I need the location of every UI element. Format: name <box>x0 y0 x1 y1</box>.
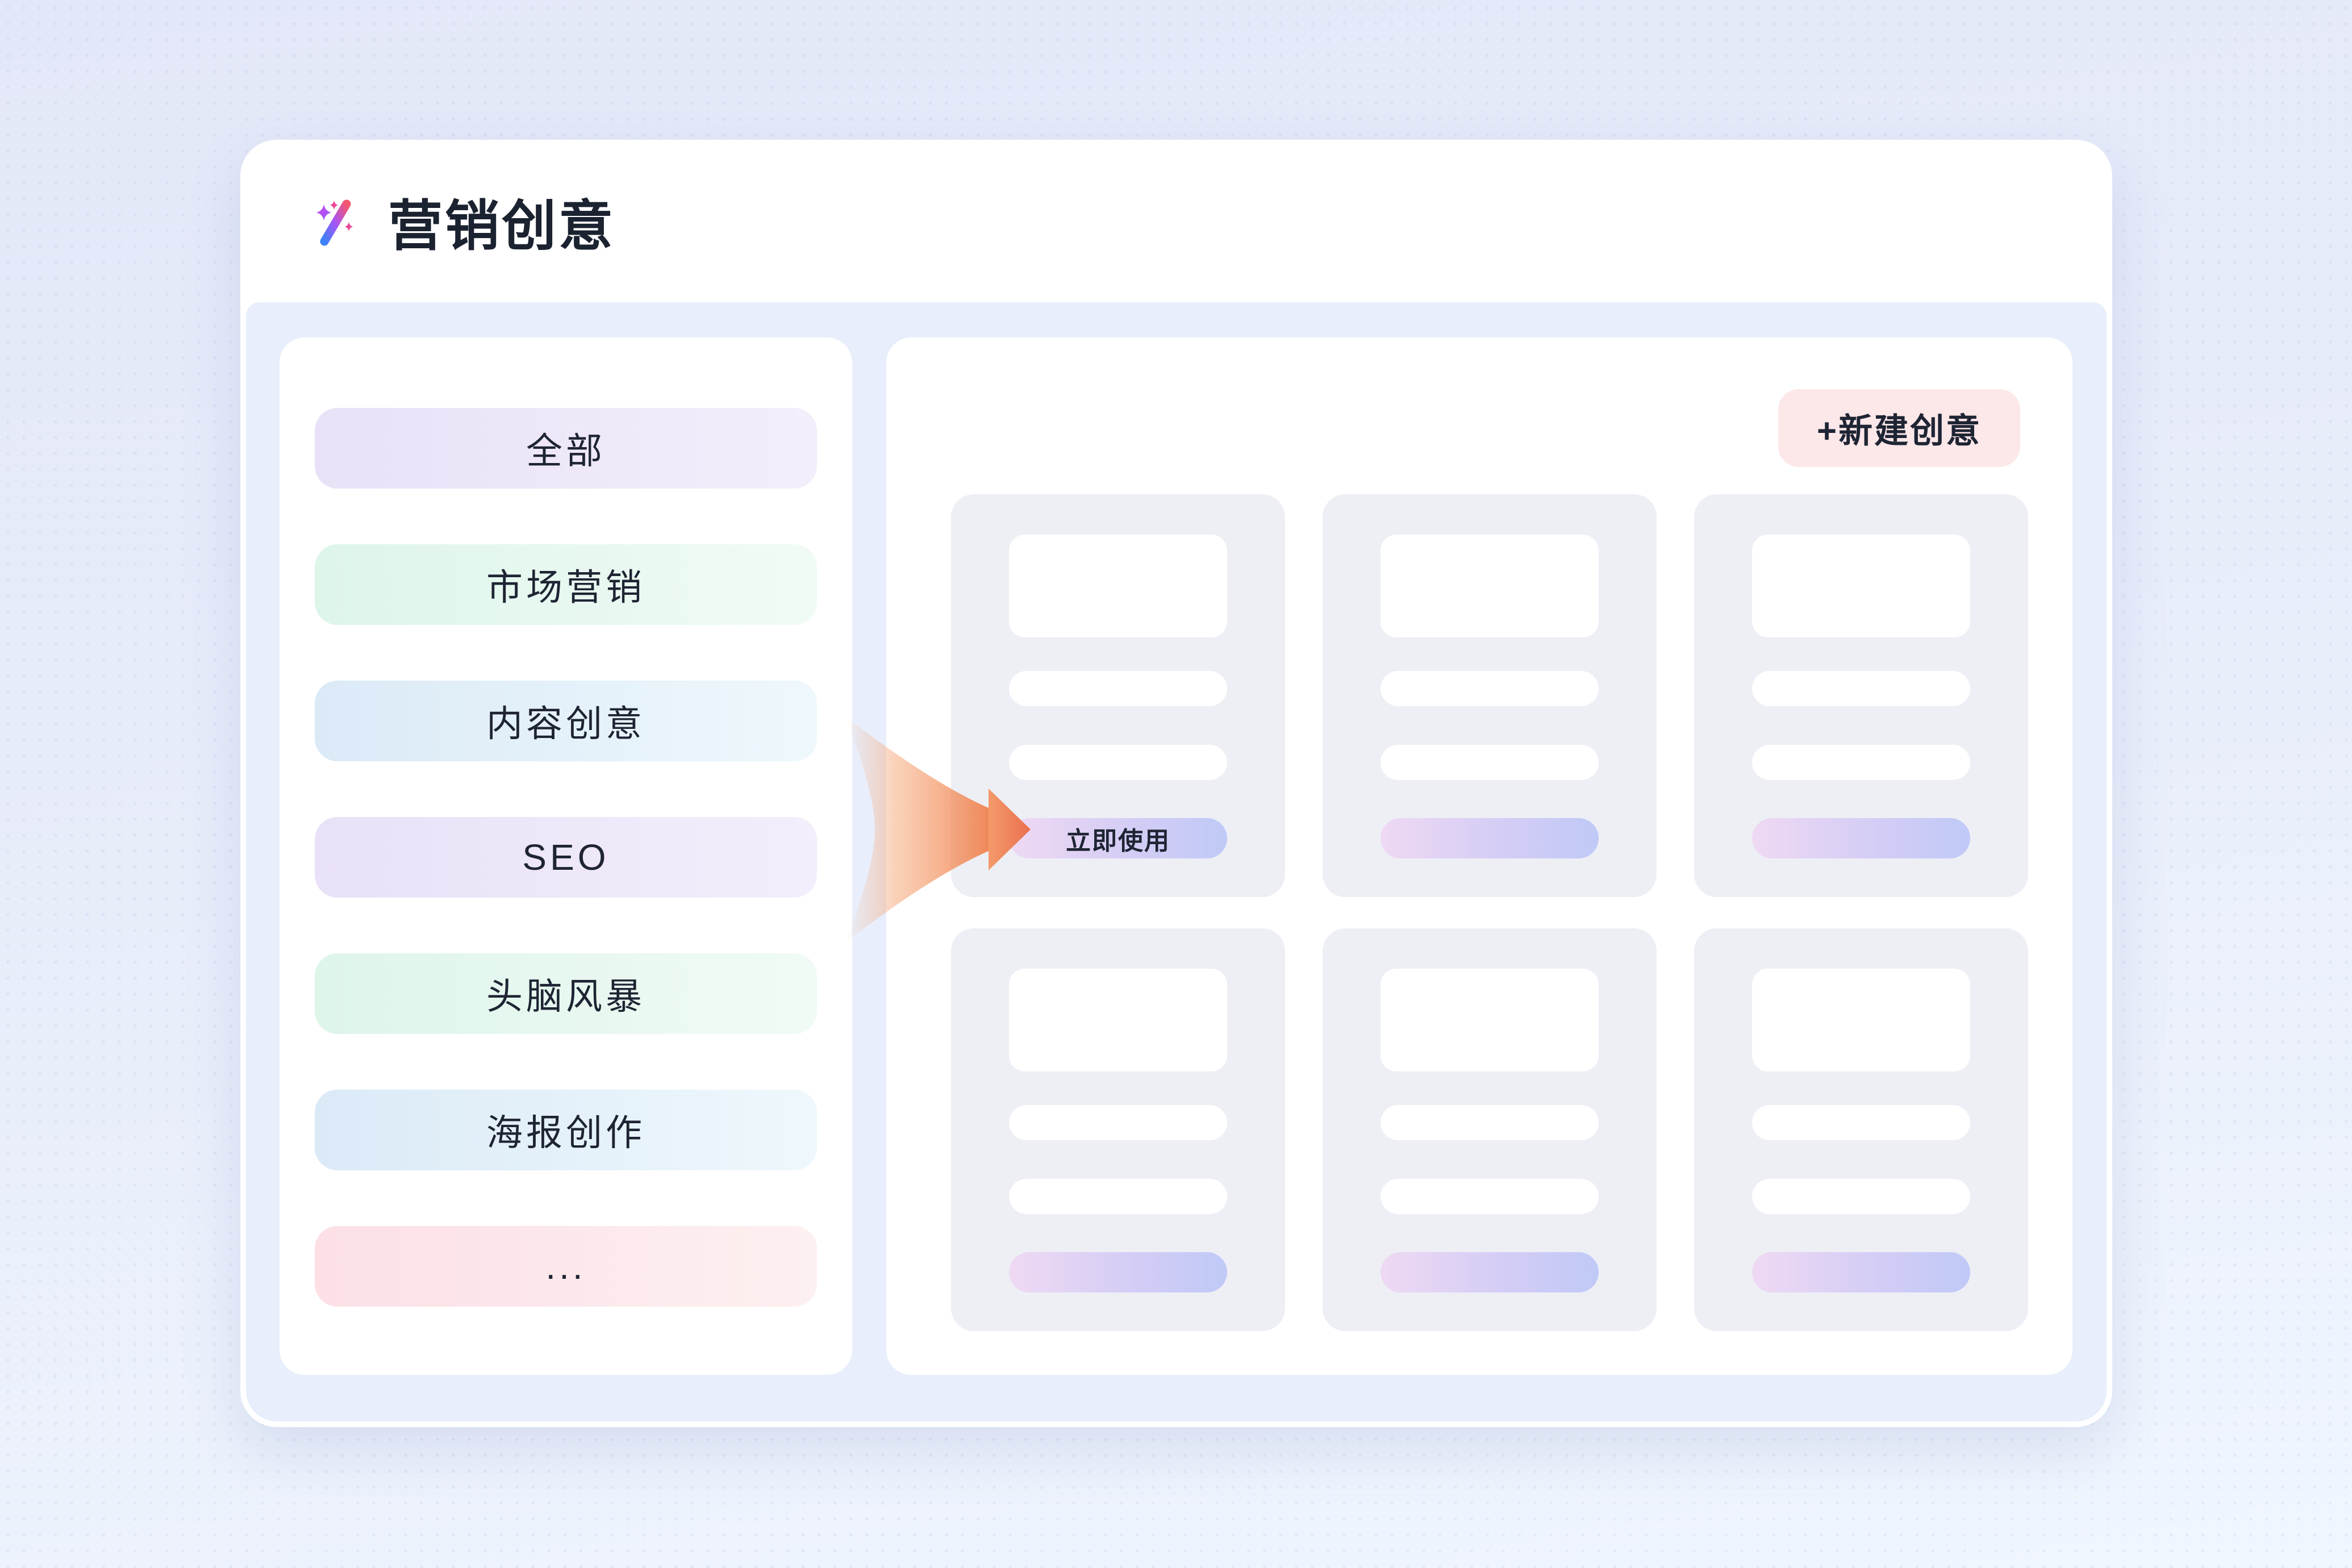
card-thumbnail <box>1752 535 1970 637</box>
template-card[interactable] <box>1323 928 1657 1331</box>
card-cta-pill[interactable] <box>1752 818 1970 858</box>
sidebar-item-poster[interactable]: 海报创作 <box>315 1090 817 1170</box>
card-text-line <box>1752 671 1970 706</box>
template-panel: +新建创意 立即使用 <box>886 337 2072 1375</box>
template-grid: 立即使用 <box>951 494 2028 1331</box>
sidebar-item-all[interactable]: 全部 <box>315 408 817 489</box>
card-thumbnail <box>1381 535 1599 637</box>
card-thumbnail <box>1381 969 1599 1071</box>
template-card[interactable] <box>1323 494 1657 897</box>
new-idea-button[interactable]: +新建创意 <box>1778 389 2020 467</box>
use-now-button[interactable]: 立即使用 <box>1009 818 1227 858</box>
card-text-line <box>1381 745 1599 780</box>
sidebar-item-marketing[interactable]: 市场营销 <box>315 544 817 625</box>
card-text-line <box>1381 1105 1599 1140</box>
template-card[interactable] <box>1694 494 2028 897</box>
card-thumbnail <box>1752 969 1970 1071</box>
card-cta-pill[interactable] <box>1009 1252 1227 1292</box>
category-sidebar: 全部 市场营销 内容创意 SEO 头脑风暴 海报创作 ... <box>280 337 852 1375</box>
magic-wand-icon <box>316 199 353 246</box>
sidebar-item-seo[interactable]: SEO <box>315 817 817 898</box>
card-cta-pill[interactable] <box>1752 1252 1970 1292</box>
sidebar-item-more[interactable]: ... <box>315 1226 817 1307</box>
card-thumbnail <box>1009 969 1227 1071</box>
app-header: 营销创意 <box>240 140 2112 302</box>
template-card[interactable]: 立即使用 <box>951 494 1285 897</box>
card-text-line <box>1381 1179 1599 1214</box>
card-text-line <box>1381 671 1599 706</box>
card-text-line <box>1009 671 1227 706</box>
app-window: 营销创意 全部 市场营销 内容创意 SEO 头脑风暴 海报创作 ... +新建创… <box>240 140 2112 1427</box>
card-cta-pill[interactable] <box>1381 1252 1599 1292</box>
template-card[interactable] <box>1694 928 2028 1331</box>
card-cta-pill[interactable] <box>1381 818 1599 858</box>
card-text-line <box>1009 1179 1227 1214</box>
card-text-line <box>1009 1105 1227 1140</box>
page-title: 营销创意 <box>388 195 615 257</box>
card-text-line <box>1752 745 1970 780</box>
sidebar-item-content-idea[interactable]: 内容创意 <box>315 681 817 761</box>
card-text-line <box>1752 1105 1970 1140</box>
card-thumbnail <box>1009 535 1227 637</box>
card-text-line <box>1009 745 1227 780</box>
sidebar-item-brainstorm[interactable]: 头脑风暴 <box>315 953 817 1034</box>
card-text-line <box>1752 1179 1970 1214</box>
template-card[interactable] <box>951 928 1285 1331</box>
window-body: 全部 市场营销 内容创意 SEO 头脑风暴 海报创作 ... +新建创意 立即使… <box>246 302 2107 1421</box>
